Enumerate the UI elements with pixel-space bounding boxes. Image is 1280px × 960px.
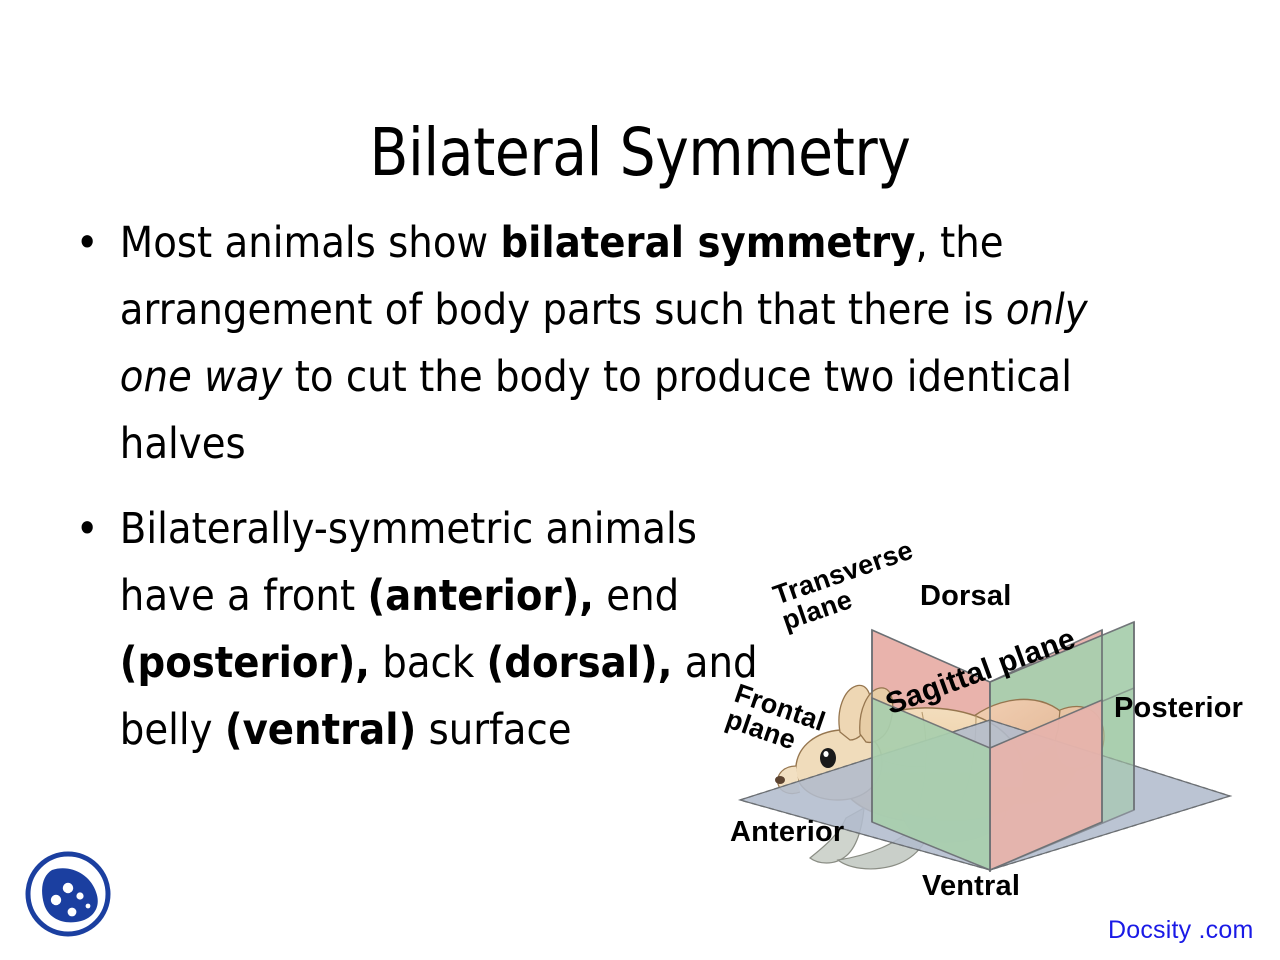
docsity-logo-icon [25,851,111,937]
seg-normal: back [369,638,487,688]
bullet-1-text: Most animals show bilateral symmetry, th… [120,218,1088,469]
page-title: Bilateral Symmetry [369,114,911,192]
rabbit-eye [820,748,836,768]
seg-bold: (ventral) [224,705,417,755]
seg-italic: only one way [119,285,1088,402]
list-item: • Bilaterally-symmetric animals have a f… [64,496,804,764]
seg-normal: and belly [119,638,758,755]
seg-bold: (posterior), [119,638,370,688]
seg-normal: surface [416,705,572,755]
label-dorsal: Dorsal [920,580,1012,612]
seg-normal: end [593,571,680,621]
bullet-list: • Most animals show bilateral symmetry, … [64,210,1224,782]
rabbit-nose [775,776,785,784]
docsity-url: Docsity .com [1108,916,1254,944]
bullet-2-text: Bilaterally-symmetric animals have a fro… [120,504,758,755]
label-ventral: Ventral [922,870,1021,902]
docsity-logo [22,848,114,940]
label-anterior: Anterior [730,816,845,848]
anatomical-planes-diagram: Dorsal Posterior Anterior Ventral Transv… [722,535,1280,920]
planes-illustration [737,620,1233,872]
seg-normal: to cut the body to produce two identical… [119,352,1073,469]
seg-bold: (anterior), [367,571,594,621]
seg-bold: bilateral symmetry [500,218,916,268]
label-posterior: Posterior [1114,692,1244,724]
seg-normal: , the arrangement of body parts such tha… [119,218,1006,335]
bullet-marker: • [75,218,99,268]
list-item: • Most animals show bilateral symmetry, … [64,210,1108,478]
seg-bold: (dorsal), [486,638,673,688]
seg-normal: Most animals show [119,218,501,268]
bullet-marker: • [75,504,99,554]
seg-normal: Bilaterally-symmetric animals have a fro… [119,504,697,621]
